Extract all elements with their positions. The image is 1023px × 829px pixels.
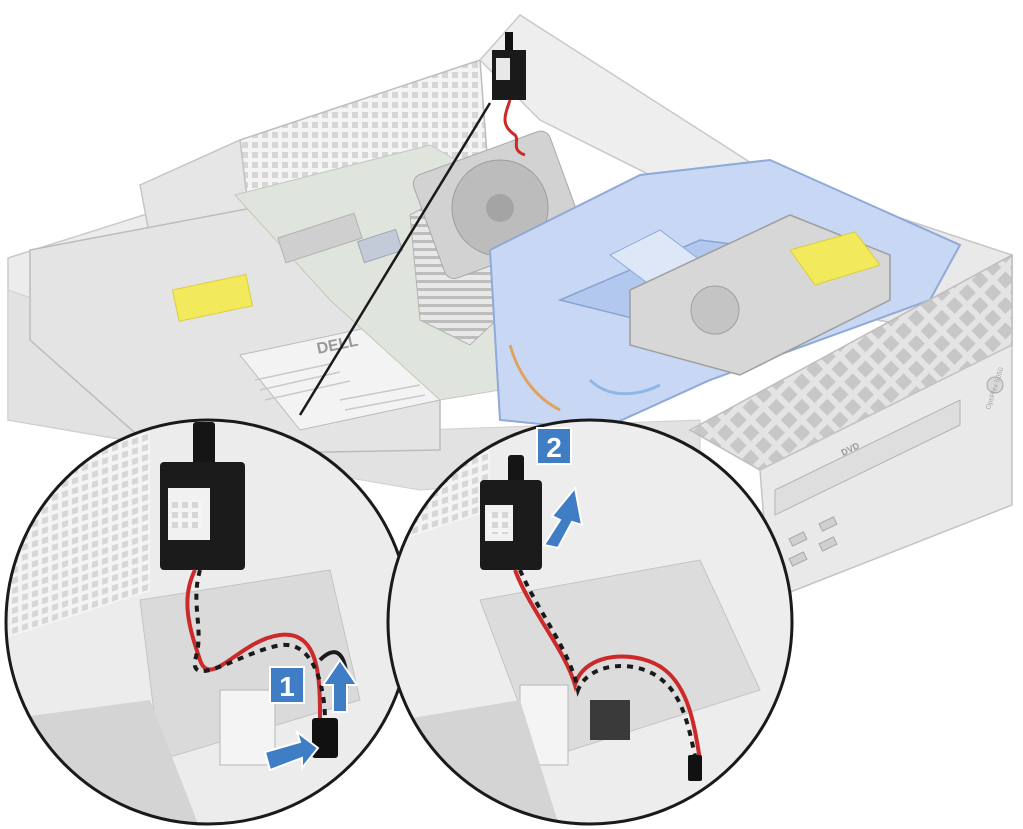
arrow-up-icon (321, 658, 359, 713)
intrusion-switch-installed (492, 32, 526, 157)
callout-step-1: 1 (4, 418, 412, 826)
callout-leader-line (298, 102, 492, 416)
step-1-number: 1 (279, 671, 295, 702)
computer-chassis: DELL (7, 14, 1013, 602)
step-2-number: 2 (546, 432, 562, 463)
optical-drive (774, 399, 961, 516)
psu-label-lines (254, 363, 426, 411)
memory-slot (277, 212, 363, 264)
front-bezel: DVD OptiPlex 5050 (688, 253, 1013, 602)
cable-connector-right (688, 755, 702, 781)
hdd-yellow-label (789, 231, 881, 286)
intrusion-switch-closeup (160, 422, 245, 570)
intrusion-switch-lifted (480, 455, 542, 570)
serial-port (356, 228, 404, 264)
psu-yellow-label (171, 273, 254, 322)
switch-cable-right (513, 569, 702, 761)
step-2-badge: 2 (536, 427, 572, 465)
usb-ports (788, 516, 838, 567)
callout-step-2: 2 (386, 418, 794, 826)
power-button (986, 376, 1004, 394)
step-1-badge: 1 (269, 666, 305, 704)
hard-drive (629, 214, 891, 376)
sata-cables (508, 344, 661, 412)
arrow-lift-icon (542, 485, 584, 550)
arrow-push-icon (263, 729, 320, 772)
